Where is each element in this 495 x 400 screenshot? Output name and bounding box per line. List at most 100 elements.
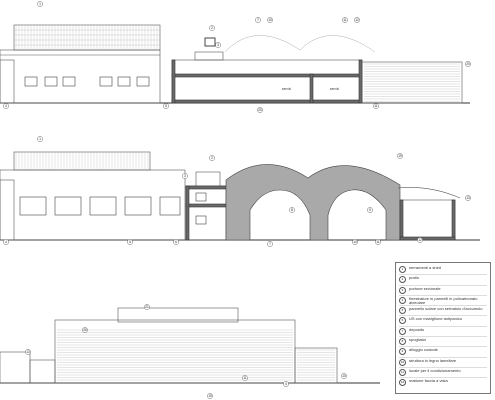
legend-item-number: 6: [399, 317, 406, 325]
callout-tag: 7: [255, 17, 261, 23]
callout-tag: 19: [207, 393, 213, 399]
top-shed-roof: [13, 24, 161, 51]
svg-text:11: 11: [243, 376, 247, 380]
callout-tag: 12: [354, 17, 360, 23]
legend-item-number: 3: [399, 286, 406, 294]
middle-vaults: [225, 164, 401, 241]
callout-tag: 13: [25, 349, 31, 355]
middle-section: [0, 151, 480, 241]
legend-item-text: deposito: [409, 326, 425, 332]
svg-text:12: 12: [418, 238, 422, 242]
svg-text:11: 11: [343, 18, 347, 22]
middle-timber-pavilion: [397, 187, 461, 241]
svg-text:10: 10: [353, 240, 357, 244]
middle-end-wall: [0, 179, 15, 241]
callout-tag: 20: [257, 107, 263, 113]
svg-text:19: 19: [398, 154, 402, 158]
top-vault-outline: [224, 35, 376, 53]
svg-text:10: 10: [342, 374, 346, 378]
bottom-main-facade: [54, 307, 296, 384]
svg-text:26: 26: [83, 328, 87, 332]
callout-tag: 4: [3, 103, 9, 109]
callout-tag: 9: [367, 207, 373, 213]
callout-tag: 1: [37, 136, 43, 142]
top-windows: [24, 76, 150, 87]
svg-text:4: 4: [5, 104, 7, 108]
svg-text:19: 19: [208, 394, 212, 398]
callout-tag: 20: [465, 61, 471, 67]
legend-item-text: US con maniglione antipanico: [409, 316, 462, 322]
legend-item-number: 8: [399, 338, 406, 346]
legend-item-text: locale per il condizionamento: [409, 367, 461, 373]
top-left-building: [0, 49, 161, 104]
legend-item-number: 11: [399, 368, 406, 376]
legend-item-number: 2: [399, 276, 406, 284]
svg-text:1: 1: [39, 2, 41, 6]
svg-text:3: 3: [217, 43, 219, 47]
svg-text:4: 4: [5, 240, 7, 244]
top-room-b-label: servizi: [330, 87, 339, 91]
svg-text:20: 20: [466, 62, 470, 66]
top-end-wall: [0, 59, 15, 104]
svg-text:13: 13: [26, 350, 30, 354]
callout-tag: 11: [342, 17, 348, 23]
svg-text:10: 10: [268, 18, 272, 22]
legend-item-number: 10: [399, 358, 406, 366]
legend-item-number: 7: [399, 327, 406, 335]
legend-item-number: 5: [399, 307, 406, 315]
svg-text:7: 7: [269, 242, 271, 246]
svg-text:13: 13: [466, 196, 470, 200]
svg-text:21: 21: [145, 305, 149, 309]
callout-tag: 10: [267, 17, 273, 23]
bottom-elevation: [0, 307, 380, 384]
callout-tag: 4: [283, 381, 289, 387]
legend-item-number: 1: [399, 266, 406, 273]
top-section-cut: servizi servizi: [171, 51, 363, 104]
callout-tag: 2: [209, 155, 215, 161]
callout-tag: 12: [417, 237, 423, 243]
callout-tag: 11: [242, 375, 248, 381]
bottom-small-block: [29, 359, 56, 384]
legend-item-number: 4: [399, 296, 406, 304]
top-brick-volume: [361, 61, 463, 104]
callout-tag: 3: [182, 173, 188, 179]
svg-text:1: 1: [39, 137, 41, 141]
callout-tag: 3: [215, 42, 221, 48]
legend-item-text: pratio: [409, 275, 420, 281]
callout-tag: 13: [465, 195, 471, 201]
middle-shed-roof: [13, 151, 151, 171]
legend-item-text: portone sezionale: [409, 285, 441, 291]
svg-text:12: 12: [355, 18, 359, 22]
callout-tag: 5: [127, 239, 133, 245]
callout-tag: 2: [209, 25, 215, 31]
top-room-a-label: servizi: [282, 87, 291, 91]
callout-tag: 11: [373, 103, 379, 109]
callout-tag: 5: [163, 103, 169, 109]
callout-tag: 8: [289, 207, 295, 213]
callout-tag: 6: [173, 239, 179, 245]
middle-windows: [19, 196, 181, 216]
legend-item-text: pannello solare con serbatoio d'accumulo: [409, 306, 483, 312]
legend-item-number: 12: [399, 379, 406, 387]
svg-text:11: 11: [376, 240, 380, 244]
callout-tag: 1: [37, 1, 43, 7]
callout-tag: 26: [82, 327, 88, 333]
legend-item-text: finestrature in pannelli in policarbonat…: [409, 295, 478, 306]
legend-item-text: alloggio custode: [409, 347, 438, 353]
bottom-left-annex: [0, 351, 31, 384]
callout-tag: 10: [352, 239, 358, 245]
svg-text:7: 7: [257, 18, 259, 22]
svg-text:5: 5: [129, 240, 131, 244]
